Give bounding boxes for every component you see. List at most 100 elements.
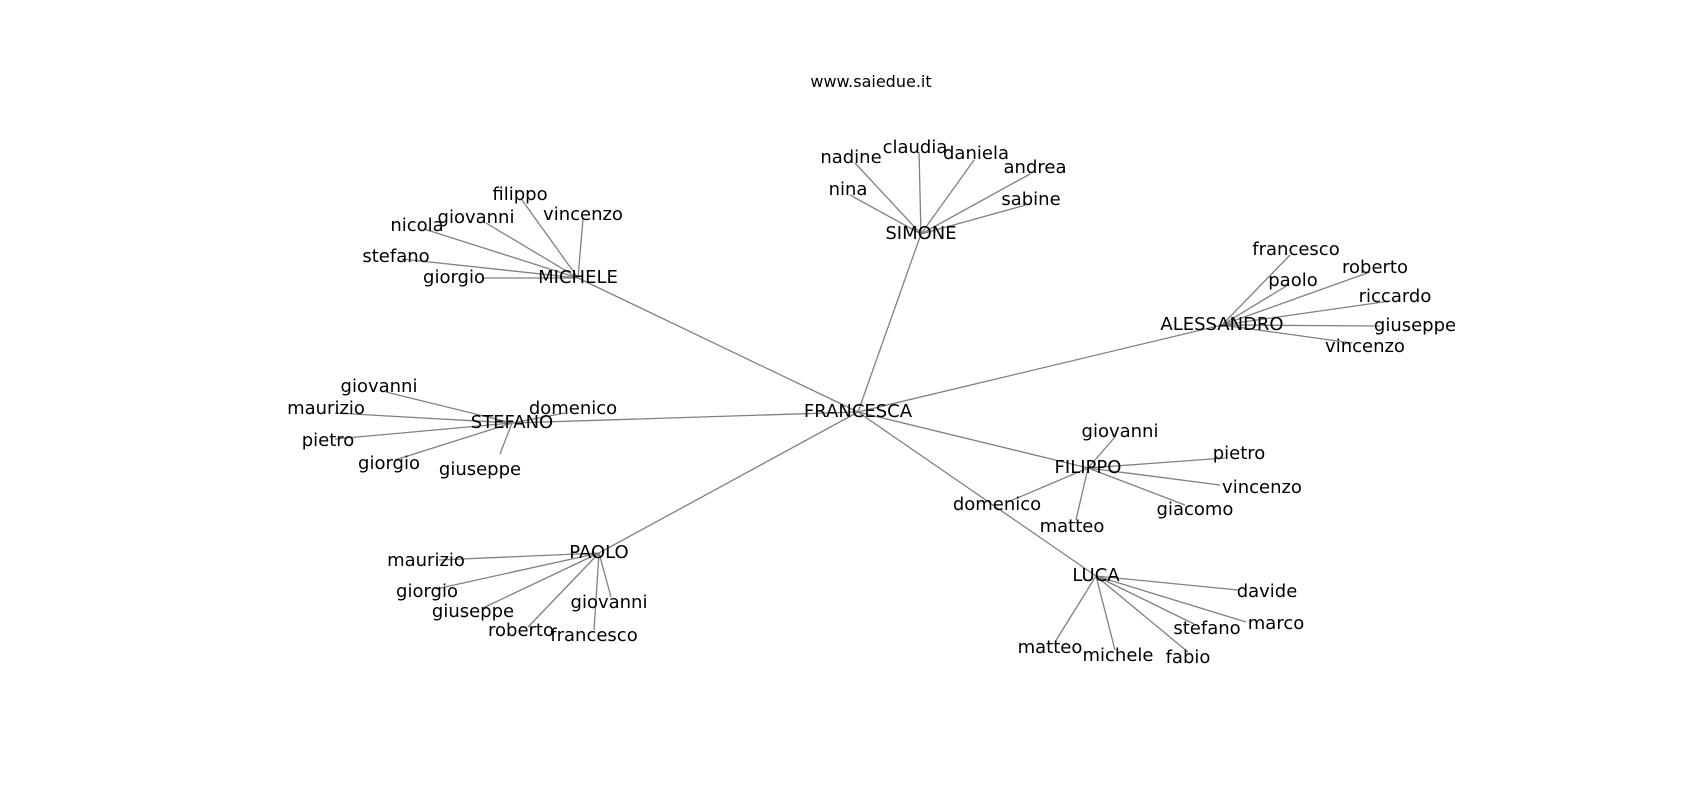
- edge-center-stefano: [511, 411, 859, 424]
- edge-michele-vincenzo: [577, 218, 584, 279]
- edge-luca-matteo: [1054, 575, 1097, 643]
- leaf-node-luca-marco: marco: [1248, 613, 1304, 634]
- leaf-node-stefano-pietro: pietro: [302, 430, 355, 451]
- edge-simone-nadine: [854, 162, 922, 235]
- edge-luca-davide: [1095, 575, 1239, 591]
- edge-paolo-giovanni: [598, 552, 612, 598]
- leaf-node-filippo-matteo: matteo: [1040, 516, 1105, 537]
- leaf-node-filippo-giacomo: giacomo: [1157, 499, 1234, 520]
- edge-michele-nicola: [423, 228, 579, 279]
- edge-filippo-matteo: [1075, 467, 1089, 521]
- edge-stefano-giorgio: [394, 422, 513, 461]
- leaf-node-stefano-domenico: domenico: [529, 398, 617, 419]
- edge-alessandro-roberto: [1221, 271, 1371, 326]
- edge-luca-fabio: [1095, 575, 1189, 653]
- leaf-node-simone-nadine: nadine: [820, 147, 881, 168]
- leaf-node-filippo-pietro: pietro: [1213, 443, 1266, 464]
- leaf-node-alessandro-giuseppe: giuseppe: [1374, 315, 1456, 336]
- leaf-node-paolo-francesco: francesco: [550, 625, 637, 646]
- graph-edges: [334, 151, 1391, 653]
- edge-center-paolo: [598, 411, 859, 554]
- leaf-node-filippo-domenico: domenico: [953, 494, 1041, 515]
- leaf-node-filippo-giovanni: giovanni: [1082, 421, 1159, 442]
- leaf-node-stefano-maurizio: maurizio: [287, 398, 365, 419]
- leaf-node-luca-davide: davide: [1237, 581, 1298, 602]
- hub-node-luca: LUCA: [1072, 565, 1120, 586]
- leaf-node-paolo-giuseppe: giuseppe: [432, 601, 514, 622]
- edge-simone-sabine: [920, 204, 1027, 235]
- leaf-node-alessandro-vincenzo: vincenzo: [1325, 336, 1405, 357]
- leaf-node-simone-claudia: claudia: [883, 137, 948, 158]
- hub-node-alessandro: ALESSANDRO: [1160, 314, 1283, 335]
- edge-paolo-giorgio: [435, 552, 600, 590]
- edge-simone-daniela: [920, 159, 975, 235]
- leaf-node-luca-fabio: fabio: [1166, 647, 1211, 668]
- hub-node-paolo: PAOLO: [569, 542, 628, 563]
- leaf-node-alessandro-francesco: francesco: [1252, 239, 1339, 260]
- edge-simone-nina: [849, 194, 922, 235]
- edge-alessandro-giuseppe: [1221, 324, 1381, 327]
- edge-filippo-pietro: [1087, 457, 1226, 469]
- edge-filippo-giovanni: [1087, 436, 1116, 469]
- leaf-node-alessandro-paolo: paolo: [1268, 270, 1317, 291]
- edge-paolo-francesco: [593, 552, 600, 631]
- leaf-node-stefano-giorgio: giorgio: [358, 453, 420, 474]
- edge-luca-michele: [1095, 575, 1116, 651]
- edge-center-simone: [857, 233, 922, 413]
- edge-center-michele: [577, 277, 859, 413]
- leaf-node-stefano-giuseppe: giuseppe: [439, 459, 521, 480]
- leaf-node-michele-filippo: filippo: [492, 184, 547, 205]
- edge-stefano-giuseppe: [499, 422, 513, 455]
- edge-stefano-pietro: [334, 422, 513, 440]
- edge-center-luca: [857, 411, 1097, 577]
- hub-node-michele: MICHELE: [538, 267, 618, 288]
- edge-paolo-giuseppe: [482, 552, 600, 609]
- leaf-node-michele-giovanni: giovanni: [438, 207, 515, 228]
- edge-michele-filippo: [521, 199, 579, 279]
- edge-simone-claudia: [918, 151, 922, 235]
- leaf-node-paolo-giovanni: giovanni: [571, 592, 648, 613]
- leaf-node-simone-daniela: daniela: [943, 143, 1009, 164]
- leaf-node-luca-matteo: matteo: [1018, 637, 1083, 658]
- leaf-node-stefano-giovanni: giovanni: [341, 376, 418, 397]
- leaf-node-alessandro-riccardo: riccardo: [1359, 286, 1432, 307]
- hub-node-simone: SIMONE: [885, 223, 956, 244]
- leaf-node-paolo-roberto: roberto: [488, 620, 554, 641]
- edge-filippo-giacomo: [1087, 467, 1186, 506]
- page-title: www.saiedue.it: [810, 72, 932, 91]
- leaf-node-michele-giorgio: giorgio: [423, 267, 485, 288]
- leaf-node-michele-vincenzo: vincenzo: [543, 204, 623, 225]
- center-node: FRANCESCA: [804, 401, 913, 422]
- leaf-node-paolo-maurizio: maurizio: [387, 550, 465, 571]
- edge-alessandro-francesco: [1221, 254, 1291, 326]
- edge-simone-andrea: [920, 173, 1031, 235]
- leaf-node-simone-andrea: andrea: [1004, 157, 1067, 178]
- edge-alessandro-vincenzo: [1221, 324, 1353, 344]
- leaf-node-michele-nicola: nicola: [390, 215, 443, 236]
- leaf-node-filippo-vincenzo: vincenzo: [1222, 477, 1302, 498]
- edge-paolo-roberto: [527, 552, 600, 628]
- leaf-node-simone-nina: nina: [829, 179, 868, 200]
- edge-paolo-maurizio: [438, 552, 600, 561]
- edge-michele-stefano: [401, 258, 579, 279]
- leaf-node-simone-sabine: sabine: [1001, 189, 1060, 210]
- edge-center-filippo: [857, 411, 1089, 469]
- edge-stefano-maurizio: [334, 412, 513, 424]
- edge-luca-stefano: [1095, 575, 1195, 625]
- leaf-node-luca-michele: michele: [1083, 645, 1154, 666]
- edge-michele-giovanni: [485, 222, 579, 279]
- edge-alessandro-riccardo: [1221, 300, 1391, 326]
- leaf-node-alessandro-roberto: roberto: [1342, 257, 1408, 278]
- leaf-node-luca-stefano: stefano: [1173, 618, 1240, 639]
- leaf-node-paolo-giorgio: giorgio: [396, 581, 458, 602]
- edge-alessandro-paolo: [1221, 284, 1289, 326]
- edge-filippo-domenico: [1007, 467, 1089, 503]
- hub-node-filippo: FILIPPO: [1055, 457, 1122, 478]
- edge-luca-marco: [1095, 575, 1247, 623]
- edge-stefano-domenico: [511, 412, 566, 424]
- leaf-node-michele-stefano: stefano: [362, 246, 429, 267]
- edge-stefano-giovanni: [385, 391, 513, 424]
- edge-filippo-vincenzo: [1087, 467, 1221, 486]
